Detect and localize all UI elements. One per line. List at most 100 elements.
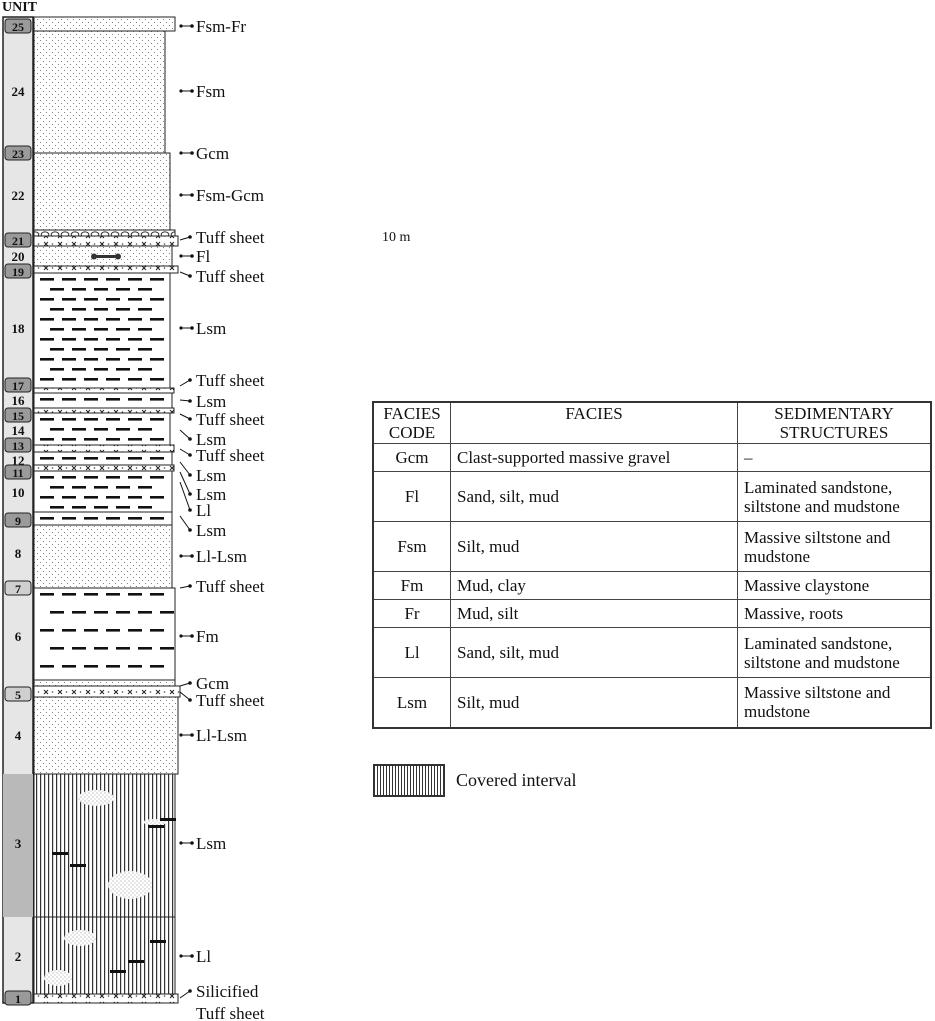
facies-code-cell: Lsm	[372, 677, 451, 728]
label-leader	[179, 429, 191, 440]
facies-label: Fm	[196, 627, 219, 646]
mudstone-dash	[150, 940, 166, 943]
unit-number: 8	[15, 546, 22, 561]
unit-number-box	[4, 263, 32, 279]
label-dot	[188, 698, 192, 702]
label-dot	[188, 989, 192, 993]
unit-number: 19	[12, 265, 24, 279]
label-dot	[179, 193, 183, 197]
label-leader	[179, 481, 191, 511]
unit-number: 1	[15, 992, 21, 1006]
mudstone-dash	[116, 328, 130, 331]
mudstone-dash	[106, 438, 120, 441]
label-leader	[179, 379, 191, 387]
mudstone-dash	[40, 338, 54, 341]
mudstone-dash	[150, 318, 164, 321]
unit-number-box	[4, 18, 32, 34]
mudstone-dash	[110, 970, 126, 973]
label-dot	[179, 254, 183, 258]
unit-number: 6	[15, 629, 22, 644]
mudstone-dash	[84, 593, 98, 596]
mudstone-dash	[50, 486, 64, 489]
mudstone-dash	[40, 476, 54, 479]
label-dot	[190, 554, 194, 558]
unit-number: 18	[12, 321, 26, 336]
mudstone-dash	[128, 593, 142, 596]
mudstone-dash	[72, 486, 86, 489]
mudstone-dash	[106, 517, 120, 520]
facies-label: Lsm	[196, 466, 226, 485]
facies-code-cell: Fsm	[372, 521, 451, 572]
mudstone-dash	[116, 368, 130, 371]
mudstone-dash	[128, 438, 142, 441]
mudstone-dash	[150, 298, 164, 301]
label-dot	[179, 554, 183, 558]
bed	[33, 524, 173, 589]
unit-number: 11	[12, 466, 23, 480]
label-dot	[179, 151, 183, 155]
mudstone-dash	[150, 418, 164, 421]
facies-code-cell: Fr	[372, 599, 451, 628]
bed	[33, 464, 175, 472]
mudstone-dash	[50, 428, 64, 431]
facies-label: Ll	[196, 947, 211, 966]
mudstone-dash	[62, 398, 76, 401]
stratigraphic-log: 2524232221201918171615141312111098765432…	[2, 16, 265, 1021]
sedimentary-structures-cell: Massive claystone	[737, 571, 932, 600]
label-dot	[188, 274, 192, 278]
sedimentary-structures-cell: Massive siltstone and mudstone	[737, 521, 932, 572]
mudstone-dash	[84, 438, 98, 441]
label-dot	[188, 473, 192, 477]
mudstone-dash	[94, 348, 108, 351]
mudstone-dash	[128, 960, 144, 963]
label-dot	[190, 151, 194, 155]
mudstone-dash	[128, 338, 142, 341]
mudstone-dash	[94, 611, 108, 614]
mudstone-dash	[72, 328, 86, 331]
label-dot	[179, 24, 183, 28]
unit-number-box	[4, 686, 32, 702]
mudstone-dash	[150, 378, 164, 381]
mudstone-dash	[128, 378, 142, 381]
facies-label: Gcm	[196, 144, 229, 163]
mudstone-dash	[150, 438, 164, 441]
mudstone-dash	[116, 348, 130, 351]
facies-label: Tuff sheet	[196, 410, 265, 429]
label-dot	[190, 634, 194, 638]
facies-label: Tuff sheet	[196, 1004, 265, 1021]
mudstone-dash	[106, 418, 120, 421]
facies-label: Fl	[196, 247, 210, 266]
facies-label: Lsm	[196, 485, 226, 504]
unit-number-box	[4, 437, 32, 453]
mudstone-dash	[106, 665, 120, 668]
mudstone-dash	[62, 593, 76, 596]
mudstone-dash	[138, 486, 152, 489]
facies-label: Tuff sheet	[196, 577, 265, 596]
header-facies-code: FACIES CODE	[372, 401, 451, 444]
facies-name-cell: Sand, silt, mud	[450, 627, 738, 678]
unit-number: 14	[12, 423, 26, 438]
facies-code-cell: Fl	[372, 471, 451, 522]
label-dot	[179, 954, 183, 958]
unit-3-shading	[3, 774, 33, 917]
mudstone-dash	[150, 517, 164, 520]
covered-interval-label: Covered interval	[456, 770, 577, 790]
covered-interval-swatch	[373, 764, 445, 797]
mudstone-dash	[106, 398, 120, 401]
bed	[33, 16, 176, 32]
mudstone-dash	[138, 368, 152, 371]
unit-number: 7	[15, 582, 21, 596]
mudstone-dash	[94, 486, 108, 489]
facies-label: Lsm	[196, 430, 226, 449]
mudstone-dash	[40, 278, 54, 281]
mudstone-dash	[72, 506, 86, 509]
label-dot	[188, 681, 192, 685]
mudstone-dash	[40, 418, 54, 421]
mudstone-dash	[128, 418, 142, 421]
unit-number: 16	[12, 393, 26, 408]
sedimentary-structures-cell: Laminated sandstone, siltstone and mudst…	[737, 471, 932, 522]
mudstone-dash	[94, 647, 108, 650]
unit-number: 12	[12, 453, 25, 468]
bed	[33, 679, 176, 687]
